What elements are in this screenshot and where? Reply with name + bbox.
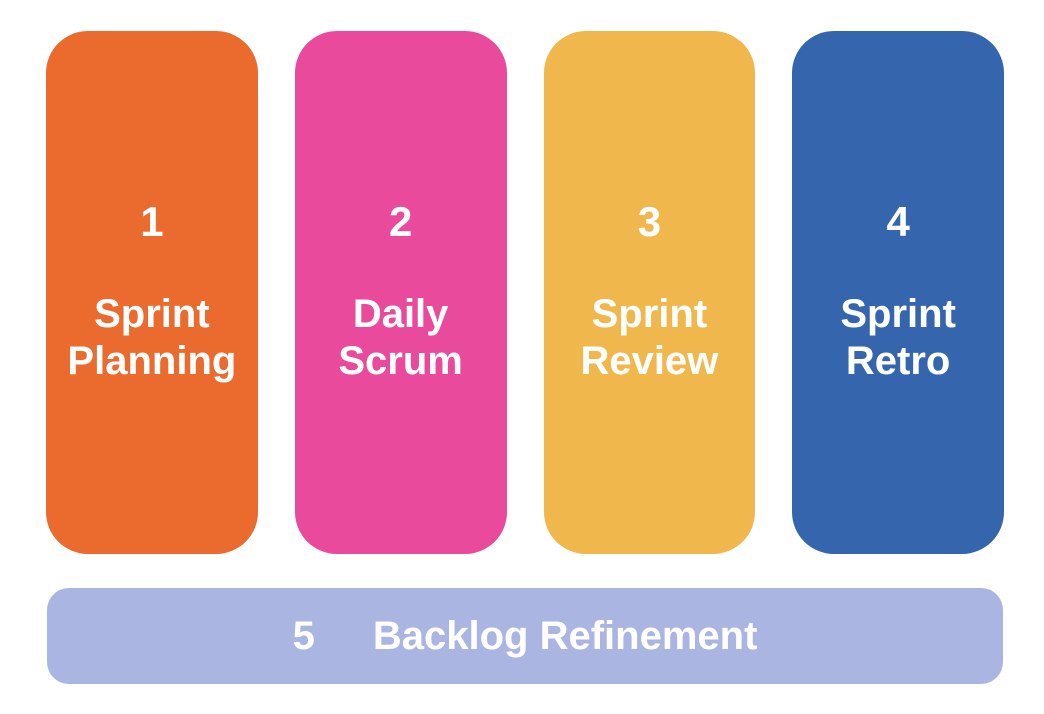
pillar-label-line: Planning bbox=[67, 338, 237, 383]
pillar-label-line: Review bbox=[580, 338, 719, 383]
bar-number: 5 bbox=[292, 614, 315, 658]
pillar-daily-scrum: 2 Daily Scrum bbox=[294, 31, 507, 554]
pillar-label: Daily Scrum bbox=[338, 291, 463, 384]
pillar-number: 3 bbox=[637, 198, 662, 246]
pillar-number: 1 bbox=[140, 198, 164, 246]
pillar-label-line: Scrum bbox=[338, 338, 463, 383]
pillar-label-line: Sprint bbox=[94, 292, 210, 337]
backlog-refinement-bar: 5 Backlog Refinement bbox=[47, 588, 1003, 684]
pillar-number: 2 bbox=[388, 198, 413, 246]
pillar-row: 1 Sprint Planning 2 Daily Scrum 3 Sprint… bbox=[46, 31, 1004, 554]
pillar-label: Sprint Planning bbox=[67, 291, 236, 384]
pillar-sprint-review: 3 Sprint Review bbox=[543, 31, 756, 554]
pillar-label-line: Sprint bbox=[840, 292, 956, 337]
pillar-label-line: Daily bbox=[352, 292, 449, 337]
pillar-label: Sprint Retro bbox=[840, 291, 956, 384]
pillar-label: Sprint Review bbox=[580, 291, 718, 384]
pillar-sprint-planning: 1 Sprint Planning bbox=[46, 31, 258, 554]
pillar-label-line: Sprint bbox=[591, 292, 708, 337]
pillar-sprint-retro: 4 Sprint Retro bbox=[792, 31, 1004, 554]
bar-label: Backlog Refinement bbox=[372, 614, 758, 658]
pillar-number: 4 bbox=[886, 198, 910, 246]
pillar-label-line: Retro bbox=[845, 338, 951, 383]
